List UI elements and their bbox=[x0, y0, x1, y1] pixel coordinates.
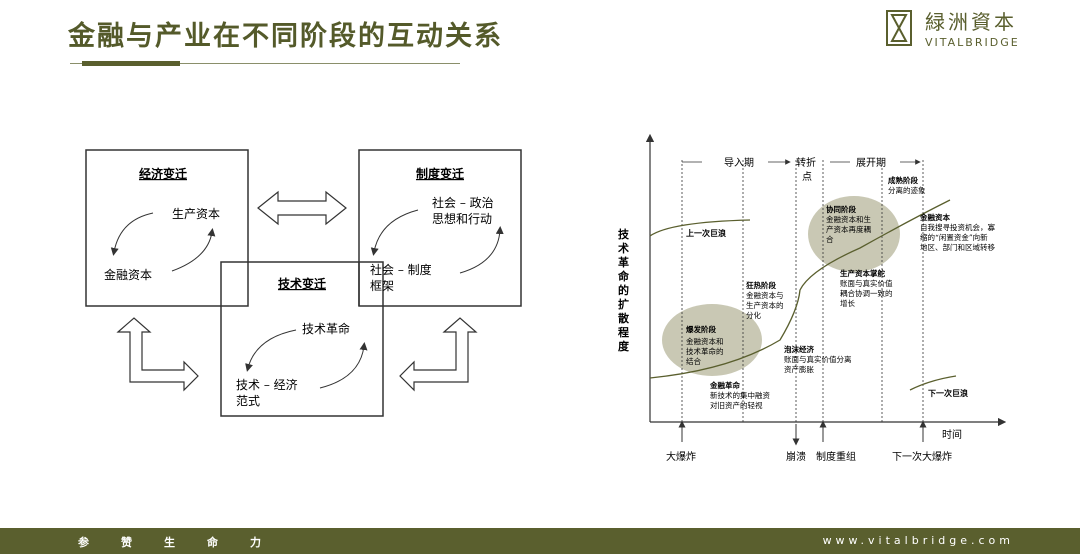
page-title: 金融与产业在不同阶段的互动关系 bbox=[68, 21, 503, 52]
svg-text:革: 革 bbox=[618, 255, 629, 269]
svg-text:技: 技 bbox=[618, 227, 630, 241]
y-axis-label: 技 术 革 命 的 扩 散 程 度 bbox=[617, 227, 630, 353]
previous-wave-curve bbox=[649, 219, 751, 237]
svg-text:术: 术 bbox=[617, 241, 629, 255]
event-collapse: 崩溃 bbox=[786, 450, 806, 463]
svg-text:的: 的 bbox=[618, 283, 629, 297]
svg-text:增长: 增长 bbox=[840, 298, 855, 308]
svg-text:扩: 扩 bbox=[618, 297, 629, 311]
svg-text:账面与真实价值分离: 账面与真实价值分离 bbox=[784, 354, 852, 364]
svg-text:度: 度 bbox=[618, 339, 630, 353]
svg-text:分离的迹象: 分离的迹象 bbox=[888, 185, 926, 195]
period-turning-line2: 点 bbox=[802, 171, 812, 183]
brand-name-en: VITALBRIDGE bbox=[925, 36, 1020, 49]
curved-arrow-icon bbox=[459, 226, 504, 274]
svg-text:技术革命的: 技术革命的 bbox=[686, 346, 724, 356]
hourglass-logo-icon bbox=[886, 10, 912, 46]
institution-bottom-line2: 框架 bbox=[370, 279, 394, 293]
production-capital-annotation: 生产资本掌舵 账面与真实价值 耦合协调一致的 增长 bbox=[840, 268, 893, 308]
finance-revolution-annotation: 金融革命 新技术的集中融资 对旧资产的轻视 bbox=[709, 380, 770, 410]
technology-bottom-line1: 技术 – 经济 bbox=[236, 377, 298, 392]
svg-text:账面与真实价值: 账面与真实价值 bbox=[840, 278, 893, 288]
curved-arrow-icon bbox=[171, 228, 216, 272]
synergy-annotation: 协同阶段 金融资本和生 产资本再度耦 合 bbox=[826, 204, 871, 244]
x-axis-label: 时间 bbox=[942, 428, 962, 441]
institution-title: 制度变迁 bbox=[416, 166, 464, 181]
svg-text:生产资本掌舵: 生产资本掌舵 bbox=[840, 268, 885, 278]
main-surge-curve bbox=[649, 199, 951, 379]
event-restructure: 制度重组 bbox=[816, 450, 856, 463]
brand-name-cn: 緑洲資本 bbox=[925, 10, 1017, 34]
svg-text:新技术的集中融资: 新技术的集中融资 bbox=[710, 390, 770, 400]
institution-bottom-line1: 社会 – 制度 bbox=[370, 262, 432, 277]
svg-text:结合: 结合 bbox=[686, 356, 701, 366]
next-wave-curve bbox=[909, 375, 957, 391]
finance-capital-annotation: 金融资本 自我搜寻投资机会，寡 缩的“闲置资金”向新 地区、部门和区域转移 bbox=[919, 212, 995, 252]
svg-text:成熟阶段: 成熟阶段 bbox=[888, 175, 918, 185]
right-diagram: 技 术 革 命 的 扩 散 程 度 时间 导入期 转折 点 展开期 上一次巨浪 … bbox=[617, 133, 1007, 463]
period-turning-line1: 转折 bbox=[796, 156, 816, 169]
institution-top-line1: 社会 – 政治 bbox=[432, 195, 494, 210]
curved-arrow-icon bbox=[245, 329, 297, 372]
svg-text:协同阶段: 协同阶段 bbox=[826, 204, 856, 214]
period-intro: 导入期 bbox=[724, 157, 754, 169]
svg-text:金融资本和生: 金融资本和生 bbox=[826, 214, 871, 224]
economy-title: 经济变迁 bbox=[139, 166, 187, 181]
svg-text:对旧资产的轻视: 对旧资产的轻视 bbox=[710, 400, 763, 410]
bent-arrow-icon bbox=[116, 317, 199, 392]
svg-text:耦合协调一致的: 耦合协调一致的 bbox=[840, 288, 893, 298]
double-arrow-icon bbox=[257, 190, 347, 226]
technology-title: 技术变迁 bbox=[278, 276, 326, 291]
synergy-highlight bbox=[808, 196, 900, 272]
svg-text:金融革命: 金融革命 bbox=[709, 380, 740, 390]
footer-motto: 参赞生命力 bbox=[78, 536, 293, 549]
svg-text:分化: 分化 bbox=[746, 310, 761, 320]
svg-text:爆发阶段: 爆发阶段 bbox=[686, 324, 716, 334]
curved-arrow-icon bbox=[370, 209, 419, 256]
svg-text:金融资本: 金融资本 bbox=[919, 212, 950, 222]
footer-bar: 参赞生命力 www.vitalbridge.com bbox=[0, 528, 1080, 554]
bent-arrow-icon bbox=[399, 317, 478, 392]
event-big-bang: 大爆炸 bbox=[666, 450, 696, 463]
svg-text:金融资本和: 金融资本和 bbox=[686, 336, 724, 346]
frenzy-annotation: 狂热阶段 金融资本与 生产资本的 分化 bbox=[746, 280, 784, 320]
technology-box bbox=[220, 261, 384, 417]
svg-text:资产膨胀: 资产膨胀 bbox=[784, 364, 814, 374]
bubble-annotation: 泡沫经济 账面与真实价值分离 资产膨胀 bbox=[784, 344, 852, 374]
left-diagram: 经济变迁 生产资本 金融资本 制度变迁 社会 – 政治 思想和行动 社会 – 制… bbox=[85, 149, 522, 417]
title-underline bbox=[70, 63, 460, 64]
institution-top-line2: 思想和行动 bbox=[432, 211, 492, 226]
svg-text:金融资本与: 金融资本与 bbox=[746, 290, 784, 300]
svg-text:程: 程 bbox=[618, 325, 629, 339]
explosion-annotation: 爆发阶段 金融资本和 技术革命的 结合 bbox=[686, 324, 724, 366]
maturity-annotation: 成熟阶段 分离的迹象 bbox=[888, 175, 926, 195]
event-next-big-bang: 下一次大爆炸 bbox=[892, 450, 952, 463]
curved-arrow-icon bbox=[319, 342, 368, 389]
explosion-highlight bbox=[662, 304, 762, 376]
footer-url[interactable]: www.vitalbridge.com bbox=[822, 534, 1014, 547]
technology-top-label: 技术革命 bbox=[302, 321, 350, 336]
svg-text:泡沫经济: 泡沫经济 bbox=[784, 344, 814, 354]
period-expand: 展开期 bbox=[856, 157, 886, 169]
svg-text:自我搜寻投资机会，寡: 自我搜寻投资机会，寡 bbox=[920, 222, 995, 232]
svg-text:生产资本的: 生产资本的 bbox=[746, 300, 784, 310]
svg-text:散: 散 bbox=[618, 311, 630, 325]
title-underline-accent bbox=[82, 61, 180, 66]
economy-top-label: 生产资本 bbox=[172, 207, 220, 221]
previous-wave-label: 上一次巨浪 bbox=[686, 228, 726, 238]
svg-text:缩的“闲置资金”向新: 缩的“闲置资金”向新 bbox=[920, 232, 988, 242]
curved-arrow-icon bbox=[110, 212, 154, 256]
svg-text:地区、部门和区域转移: 地区、部门和区域转移 bbox=[920, 242, 995, 252]
svg-text:产资本再度耦: 产资本再度耦 bbox=[826, 224, 871, 234]
economy-bottom-label: 金融资本 bbox=[104, 267, 152, 282]
svg-text:狂热阶段: 狂热阶段 bbox=[746, 280, 776, 290]
svg-text:合: 合 bbox=[826, 234, 834, 244]
next-wave-label: 下一次巨浪 bbox=[928, 388, 968, 398]
technology-bottom-line2: 范式 bbox=[236, 394, 260, 408]
svg-text:命: 命 bbox=[617, 269, 630, 283]
